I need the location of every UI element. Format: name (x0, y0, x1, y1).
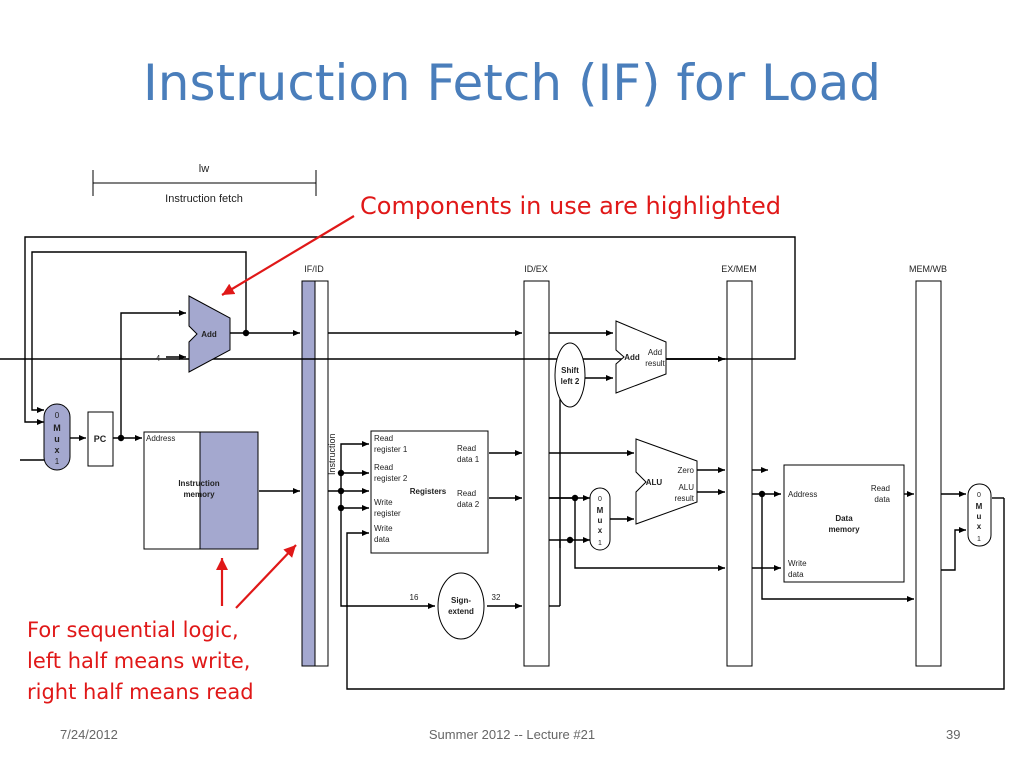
alu: ALU Zero ALU result (635, 438, 698, 525)
svg-text:Write: Write (374, 498, 393, 507)
svg-text:Add: Add (624, 353, 640, 362)
svg-text:Instruction: Instruction (178, 479, 219, 488)
svg-text:M: M (597, 506, 604, 515)
annotation-line-1: For sequential logic, (27, 618, 239, 642)
shift-left-2: Shift left 2 (554, 342, 586, 408)
svg-text:Add: Add (648, 348, 662, 357)
svg-text:Read: Read (871, 484, 890, 493)
annotation-arrows (216, 215, 355, 609)
datapath-wires (0, 236, 1005, 690)
svg-text:register: register (374, 509, 401, 518)
register-file: Read register 1 Read register 2 Write re… (370, 430, 489, 554)
svg-text:ALU: ALU (678, 483, 694, 492)
slide-title: Instruction Fetch (IF) for Load (143, 54, 881, 112)
svg-text:Read: Read (374, 434, 393, 443)
instruction-memory: Address Instruction memory (143, 431, 259, 550)
sign-input-width: 16 (410, 593, 419, 602)
svg-text:data: data (874, 495, 890, 504)
pipeline-register-mem-wb (915, 280, 942, 667)
svg-text:0: 0 (598, 496, 602, 503)
svg-text:Read: Read (457, 444, 476, 453)
register-label-ex-mem: EX/MEM (721, 264, 757, 274)
instruction-memory-address: Address (146, 434, 175, 443)
svg-text:1: 1 (55, 457, 60, 466)
svg-text:Write: Write (788, 559, 807, 568)
svg-text:u: u (977, 512, 982, 521)
svg-text:data: data (374, 535, 390, 544)
svg-text:u: u (598, 516, 603, 525)
svg-text:x: x (598, 526, 603, 535)
svg-text:Address: Address (788, 490, 817, 499)
svg-text:extend: extend (448, 607, 474, 616)
annotation-line-3: right half means read (27, 680, 254, 704)
pipeline-register-id-ex (523, 280, 550, 667)
svg-text:data: data (788, 570, 804, 579)
mux-ex: 0 M u x 1 (589, 487, 611, 551)
svg-text:Read: Read (374, 463, 393, 472)
svg-text:Registers: Registers (410, 487, 447, 496)
svg-text:0: 0 (55, 411, 60, 420)
svg-text:Read: Read (457, 489, 476, 498)
svg-text:data 1: data 1 (457, 455, 480, 464)
svg-text:memory: memory (828, 525, 860, 534)
svg-text:result: result (674, 494, 694, 503)
wire-junctions (117, 329, 766, 544)
instruction-label-vertical: Instruction (327, 433, 337, 475)
adder-if: Add (188, 295, 231, 373)
svg-text:register 1: register 1 (374, 445, 408, 454)
svg-text:Shift: Shift (561, 366, 579, 375)
svg-text:Sign-: Sign- (451, 596, 471, 605)
svg-text:M: M (53, 423, 61, 433)
footer-date: 7/24/2012 (60, 727, 118, 742)
mux-if: 0 M u x 1 (43, 403, 71, 471)
svg-text:M: M (976, 502, 983, 511)
svg-text:x: x (54, 445, 59, 455)
annotation-line-2: left half means write, (27, 649, 251, 673)
annotation-sequential-logic: For sequential logic, left half means wr… (27, 615, 254, 708)
svg-text:Write: Write (374, 524, 393, 533)
svg-text:Zero: Zero (678, 466, 695, 475)
register-label-mem-wb: MEM/WB (909, 264, 947, 274)
svg-text:1: 1 (598, 540, 602, 547)
svg-text:1: 1 (977, 536, 981, 543)
svg-text:left 2: left 2 (561, 377, 580, 386)
svg-text:Data: Data (835, 514, 853, 523)
register-label-id-ex: ID/EX (524, 264, 548, 274)
stage-bar-label: Instruction fetch (165, 193, 243, 205)
adder-if-label: Add (201, 330, 217, 339)
sign-output-width: 32 (492, 593, 501, 602)
data-memory: Address Data memory Read data Write data (783, 464, 905, 583)
arrow-to-adder (221, 215, 355, 296)
stage-label: lw (199, 163, 209, 175)
footer-lecture: Summer 2012 -- Lecture #21 (428, 727, 596, 742)
arrow-to-if-id-register (235, 544, 297, 609)
constant-four: 4 (156, 354, 161, 363)
svg-text:0: 0 (977, 492, 981, 499)
svg-text:result: result (645, 359, 665, 368)
footer-page-number: 39 (946, 727, 961, 742)
svg-text:u: u (54, 434, 60, 444)
pipeline-register-if-id (301, 280, 329, 667)
svg-text:ALU: ALU (646, 478, 663, 487)
svg-text:register 2: register 2 (374, 474, 408, 483)
mux-wb: 0 M u x 1 (967, 483, 992, 547)
sign-extend: Sign- extend (437, 572, 485, 640)
stage-bar: lw Instruction fetch (92, 163, 317, 205)
svg-text:memory: memory (183, 490, 215, 499)
program-counter: PC (87, 411, 114, 467)
pc-label: PC (94, 434, 107, 444)
annotation-highlighted: Components in use are highlighted (360, 192, 782, 220)
register-label-if-id: IF/ID (304, 264, 324, 274)
svg-text:x: x (977, 522, 982, 531)
pipeline-register-ex-mem (726, 280, 753, 667)
adder-ex: Add Add result (615, 320, 667, 394)
svg-text:data 2: data 2 (457, 500, 480, 509)
